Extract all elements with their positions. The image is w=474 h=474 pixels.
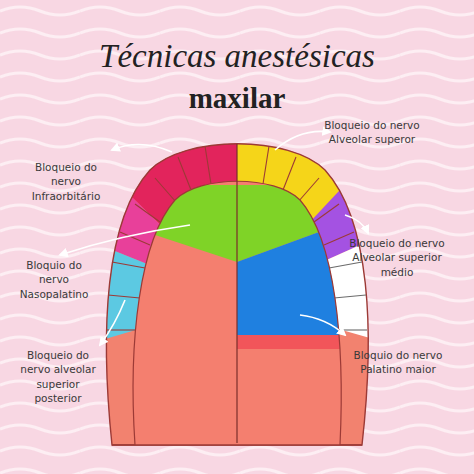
tooth-separator [337,329,367,330]
middle-alveolar-region [237,228,350,335]
tooth-separator [263,146,269,184]
tooth-separator [314,204,339,222]
subtitle: maxilar [0,84,474,113]
tooth-separator [283,157,296,190]
technique-label: Bloquio do nervo Nasopalatino [12,258,96,301]
leader-arrow [345,215,368,233]
leader-arrow [275,131,330,150]
leader-arrow [300,315,345,335]
tooth-separator [108,295,140,298]
leader-lines [60,131,368,345]
leader-arrow [112,144,172,152]
tooth-separator [205,146,211,184]
technique-label: Bloqueio do nervo alveolar superior post… [14,348,102,406]
tooth-separator [155,178,176,202]
tooth-separator [112,262,145,268]
tooth-separator [135,204,160,222]
tooth-separator [298,178,319,202]
technique-label: Bloquio do nervo Palatino maior [352,348,444,377]
technique-label: Bloqueio do nervo Alveolar superor [322,118,422,147]
tooth-separator [107,329,137,330]
leader-arrow [100,300,125,345]
tooth-separator [178,157,191,190]
palate-midline [236,144,237,443]
diagram-title: Técnicas anestésicas [0,38,474,75]
arch-base [112,444,362,445]
technique-label: Bloqueio do nervo Alveolar superior médi… [338,236,456,279]
tooth-separator [334,295,366,298]
leader-arrow [60,225,190,255]
technique-label: Bloqueio do nervo Infraorbitário [20,160,112,203]
